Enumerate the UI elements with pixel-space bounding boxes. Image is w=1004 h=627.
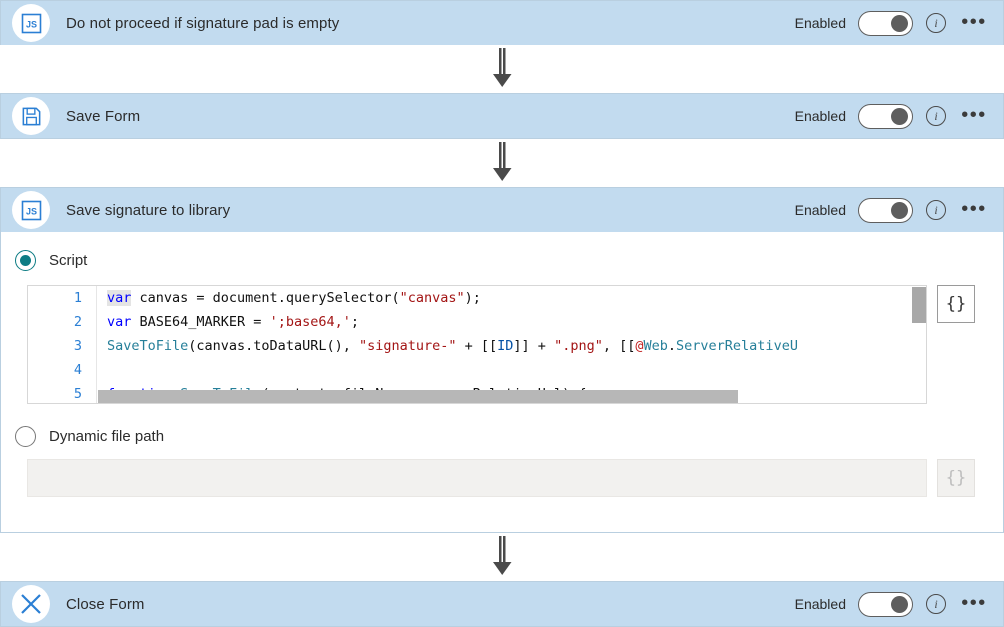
rule-header[interactable]: Close Form Enabled i ••• bbox=[1, 582, 1003, 626]
rule-card-save-form[interactable]: Save Form Enabled i ••• bbox=[0, 93, 1004, 139]
down-arrow-icon bbox=[493, 48, 512, 87]
rule-title: Close Form bbox=[66, 595, 145, 613]
rule-card-do-not-proceed[interactable]: JS Do not proceed if signature pad is em… bbox=[0, 0, 1004, 45]
rule-controls: Enabled i ••• bbox=[795, 101, 989, 131]
radio-option-script[interactable]: Script bbox=[15, 250, 989, 271]
toggle-knob bbox=[891, 595, 908, 613]
rule-card-close-form[interactable]: Close Form Enabled i ••• bbox=[0, 581, 1004, 627]
enabled-label: Enabled bbox=[794, 596, 846, 612]
close-x-icon bbox=[12, 585, 50, 623]
info-icon[interactable]: i bbox=[921, 195, 951, 225]
dynamic-path-row: {} bbox=[27, 459, 989, 497]
insert-token-button[interactable]: {} bbox=[937, 285, 975, 323]
rule-title: Do not proceed if signature pad is empty bbox=[66, 14, 340, 32]
more-options-icon[interactable]: ••• bbox=[961, 104, 987, 126]
enabled-toggle[interactable] bbox=[858, 103, 913, 129]
insert-token-button-dynamic[interactable]: {} bbox=[937, 459, 975, 497]
rule-card-save-signature[interactable]: JS Save signature to library Enabled i •… bbox=[0, 187, 1004, 533]
down-arrow-icon bbox=[493, 142, 512, 181]
editor-vertical-scrollbar[interactable] bbox=[912, 287, 926, 323]
info-icon[interactable]: i bbox=[921, 101, 951, 131]
flow-arrow-3 bbox=[0, 533, 1004, 581]
code-line: SaveToFile(canvas.toDataURL(), "signatur… bbox=[107, 338, 798, 354]
radio-option-dynamic-path[interactable]: Dynamic file path bbox=[15, 426, 989, 447]
dynamic-file-path-input[interactable] bbox=[27, 459, 927, 497]
js-script-icon: JS bbox=[12, 4, 50, 42]
info-icon[interactable]: i bbox=[921, 589, 951, 619]
toggle-knob bbox=[891, 201, 908, 219]
rule-header[interactable]: JS Do not proceed if signature pad is em… bbox=[1, 1, 1003, 45]
line-number: 5 bbox=[73, 386, 82, 402]
line-number: 2 bbox=[73, 314, 82, 330]
rule-header[interactable]: JS Save signature to library Enabled i •… bbox=[1, 188, 1003, 232]
rule-title: Save signature to library bbox=[66, 201, 231, 219]
code-editor[interactable]: 1 2 3 4 5 var canvas = document.querySel… bbox=[27, 285, 927, 404]
js-script-icon: JS bbox=[12, 191, 50, 229]
more-options-icon[interactable]: ••• bbox=[961, 198, 987, 220]
rule-controls: Enabled i ••• bbox=[795, 195, 989, 225]
code-gutter: 1 2 3 4 5 bbox=[28, 286, 97, 403]
radio-dynamic-file-path-label: Dynamic file path bbox=[49, 428, 165, 445]
rule-body: Script 1 2 3 4 5 var canvas = document.q… bbox=[1, 232, 1003, 513]
flow-arrow-2 bbox=[0, 139, 1004, 187]
save-floppy-disk-icon bbox=[12, 97, 50, 135]
svg-text:JS: JS bbox=[25, 19, 36, 29]
radio-script[interactable] bbox=[15, 250, 36, 271]
rule-controls: Enabled i ••• bbox=[795, 589, 989, 619]
rule-title: Save Form bbox=[66, 107, 141, 125]
flow-arrow-1 bbox=[0, 45, 1004, 93]
code-line: var BASE64_MARKER = ';base64,'; bbox=[107, 314, 359, 330]
rule-controls: Enabled i ••• bbox=[795, 8, 989, 38]
toggle-knob bbox=[891, 14, 908, 32]
toggle-knob bbox=[891, 107, 908, 125]
more-options-icon[interactable]: ••• bbox=[961, 11, 987, 33]
line-number: 4 bbox=[73, 362, 82, 378]
more-options-icon[interactable]: ••• bbox=[961, 592, 987, 614]
radio-dot bbox=[20, 255, 31, 266]
code-line: var canvas = document.querySelector("can… bbox=[107, 290, 481, 306]
enabled-toggle[interactable] bbox=[858, 591, 913, 617]
radio-dynamic-file-path[interactable] bbox=[15, 426, 36, 447]
script-editor-row: 1 2 3 4 5 var canvas = document.querySel… bbox=[27, 285, 989, 404]
enabled-toggle[interactable] bbox=[858, 10, 913, 36]
svg-text:JS: JS bbox=[25, 206, 36, 216]
enabled-label: Enabled bbox=[794, 108, 846, 124]
code-text-area[interactable]: var canvas = document.querySelector("can… bbox=[97, 286, 926, 403]
editor-horizontal-scrollbar[interactable] bbox=[98, 390, 738, 403]
line-number: 1 bbox=[73, 290, 82, 306]
enabled-label: Enabled bbox=[794, 15, 846, 31]
code-line bbox=[97, 358, 926, 382]
enabled-toggle[interactable] bbox=[858, 197, 913, 223]
enabled-label: Enabled bbox=[794, 202, 846, 218]
line-number: 3 bbox=[73, 338, 82, 354]
radio-script-label: Script bbox=[49, 252, 88, 269]
down-arrow-icon bbox=[493, 536, 512, 575]
info-icon[interactable]: i bbox=[921, 8, 951, 38]
rule-header[interactable]: Save Form Enabled i ••• bbox=[1, 94, 1003, 138]
